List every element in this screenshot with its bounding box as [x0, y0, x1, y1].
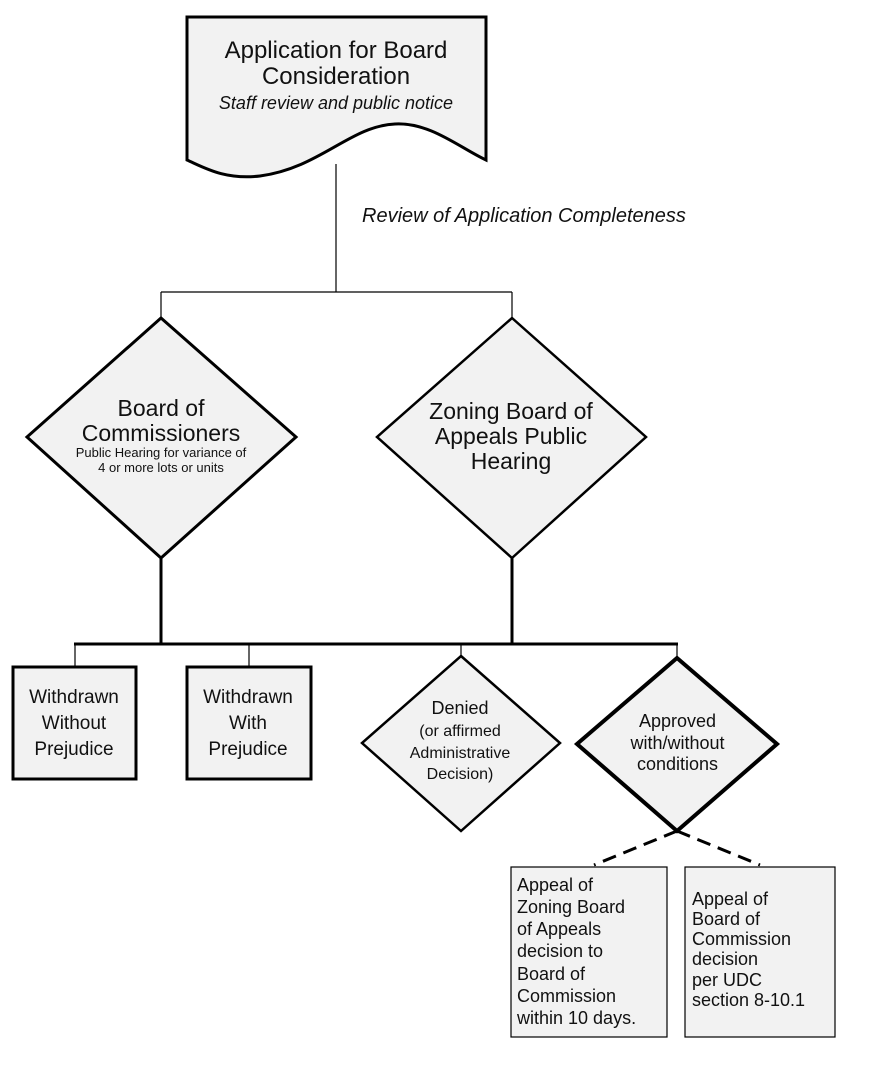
- start-title-line: Consideration: [261, 62, 411, 90]
- denied-title: Denied: [431, 698, 489, 718]
- label-line: Withdrawn: [29, 687, 119, 708]
- label-line: Prejudice: [208, 739, 288, 761]
- label-line: within 10 days.: [517, 1007, 637, 1028]
- withdrawn-without-label: Withdrawn Without Prejudice: [14, 685, 134, 764]
- start-node-subtitle: Staff review and public notice: [218, 93, 454, 113]
- label-line: Commission: [517, 985, 617, 1006]
- label-line: section 8-10.1: [692, 989, 806, 1010]
- label-line: conditions: [636, 754, 719, 775]
- start-node-title: Application for Board Consideration: [190, 38, 482, 90]
- boc-title: Board of Commissioners: [50, 396, 272, 446]
- label-line: Without: [41, 713, 107, 735]
- label-line: Approved: [638, 711, 717, 731]
- boc-appeal-label: Appeal of Board of Commission decision p…: [692, 889, 832, 1010]
- boc-subtitle: Public Hearing for variance of 4 or more…: [50, 445, 272, 476]
- boc-appeal-node[interactable]: [684, 866, 836, 1038]
- zba-title-line: Appeals Public: [434, 422, 588, 449]
- boc-title-line: Commissioners: [81, 419, 241, 446]
- label-line: With: [229, 713, 267, 735]
- zba-title-line: Hearing: [470, 447, 552, 474]
- label-line: Decision): [426, 766, 494, 784]
- zba-title: Zoning Board of Appeals Public Hearing: [400, 399, 622, 473]
- withdrawn-with-prejudice-node[interactable]: [185, 665, 313, 781]
- withdrawn-with-label: Withdrawn With Prejudice: [188, 685, 308, 764]
- label-line: per UDC: [692, 969, 763, 990]
- approved-label: Approved with/without conditions: [595, 711, 760, 776]
- label-line: of Appeals: [517, 919, 602, 940]
- label-line: with/without: [630, 732, 725, 753]
- start-document-node[interactable]: [185, 15, 488, 179]
- boc-sub-line: 4 or more lots or units: [98, 459, 224, 475]
- label-line: decision: [692, 949, 759, 970]
- zba-appeal-node[interactable]: [510, 866, 668, 1038]
- boc-title-line: Board of: [117, 395, 205, 421]
- label-line: Commission: [692, 929, 792, 950]
- label-line: decision to: [517, 941, 604, 962]
- zba-appeal-label: Appeal of Zoning Board of Appeals decisi…: [517, 874, 667, 1029]
- label-line: Board of: [692, 909, 761, 930]
- label-line: (or affirmed: [419, 723, 501, 740]
- label-line: Prejudice: [34, 739, 114, 761]
- zba-title-line: Zoning Board of: [429, 398, 593, 424]
- dashed-connector-to-zba-appeal: [593, 829, 678, 867]
- label-line: Appeal of: [517, 875, 594, 895]
- label-line: Withdrawn: [203, 687, 293, 708]
- denied-node[interactable]: [360, 654, 562, 833]
- label-line: Zoning Board: [517, 897, 626, 918]
- label-line: Appeal of: [692, 889, 769, 909]
- label-line: Board of: [517, 963, 586, 984]
- label-line: Administrative: [409, 744, 511, 762]
- dashed-connector-to-boc-appeal: [676, 829, 761, 867]
- edge-label-review: Review of Application Completeness: [362, 205, 686, 227]
- denied-subtitle: (or affirmed Administrative Decision): [390, 721, 530, 786]
- boc-sub-line: Public Hearing for variance of: [75, 445, 247, 460]
- withdrawn-without-prejudice-node[interactable]: [11, 665, 138, 781]
- start-title-line: Application for Board: [224, 37, 448, 64]
